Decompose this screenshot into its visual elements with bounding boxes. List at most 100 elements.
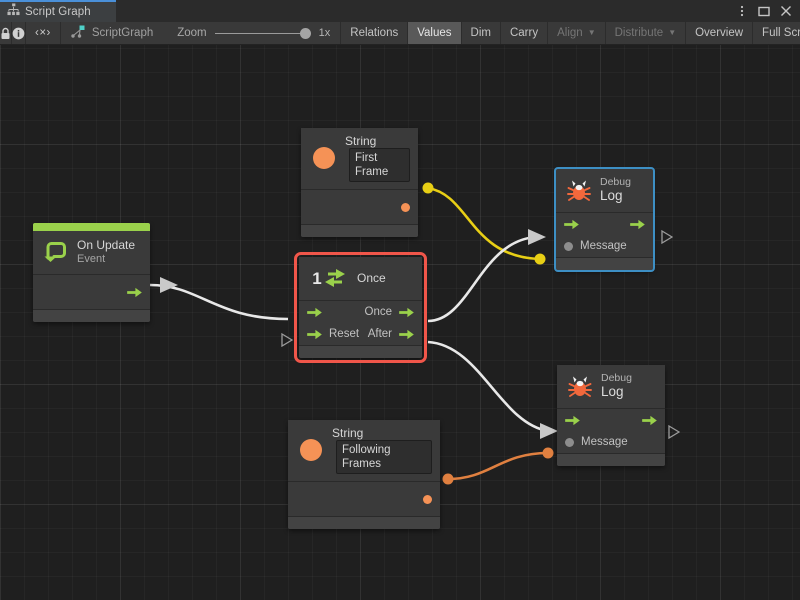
window-maximize-button[interactable] [757, 5, 770, 18]
code-icon-label: ‹×› [35, 27, 51, 39]
debug-log-enter-port[interactable] [565, 415, 580, 426]
info-icon[interactable] [12, 22, 26, 44]
node-header: 1 Once [299, 257, 422, 300]
once-reset-connector-icon [281, 333, 293, 347]
overview-button[interactable]: Overview [686, 22, 754, 44]
port-label: Reset [329, 328, 360, 340]
node-title-block: On Update Event [77, 238, 135, 266]
node-header: On Update Event [33, 231, 150, 274]
node-string-following-frames[interactable]: String Following Frames [288, 420, 440, 529]
node-title: Once [357, 271, 386, 285]
node-subtitle: Event [77, 253, 106, 265]
align-dropdown[interactable]: Align ▼ [548, 22, 606, 44]
once-badge: 1 [312, 268, 322, 288]
relations-button[interactable]: Relations [341, 22, 409, 44]
graph-canvas[interactable]: On Update Event [0, 45, 800, 600]
window-close-button[interactable] [779, 5, 792, 18]
node-title: String [345, 134, 377, 148]
node-header: Debug Log [557, 365, 665, 408]
node-header: String First Frame [301, 128, 418, 189]
once-loop-icon: 1 [307, 263, 351, 293]
carry-button[interactable]: Carry [501, 22, 549, 44]
string-value-icon [309, 143, 339, 173]
once-once-port[interactable]: Once [365, 306, 415, 318]
flow-arrow-icon [127, 287, 142, 297]
node-body [301, 189, 418, 224]
zoom-control[interactable]: Zoom 1x [167, 22, 342, 44]
debug-log-enter-port[interactable] [564, 219, 579, 230]
debug-log-message-port[interactable]: Message [564, 240, 627, 252]
once-enter-port[interactable] [307, 307, 322, 318]
string-value-field[interactable]: First Frame [349, 148, 410, 182]
node-footer [301, 224, 418, 237]
tab-label: Script Graph [25, 6, 91, 18]
flow-arrow-icon [399, 329, 414, 339]
node-title-block: Debug Log [600, 176, 631, 204]
string-output-port[interactable] [401, 202, 410, 212]
node-title: String [332, 426, 364, 440]
zoom-value: 1x [318, 27, 331, 39]
node-footer [33, 309, 150, 322]
full-screen-button[interactable]: Full Screen [753, 22, 800, 44]
string-value-field[interactable]: Following Frames [336, 440, 432, 474]
update-loop-icon [41, 237, 71, 267]
on-update-trigger-port[interactable] [127, 287, 142, 298]
window-menu-button[interactable] [735, 5, 748, 18]
port-row: Message [556, 235, 653, 257]
node-debug-log-2[interactable]: Debug Log [557, 365, 665, 466]
align-label: Align [557, 27, 583, 39]
port-row [556, 213, 653, 235]
tab-script-graph[interactable]: Script Graph [0, 0, 116, 22]
flow-arrow-icon [630, 219, 645, 229]
string-output-port[interactable] [423, 494, 432, 504]
once-after-port[interactable]: After [368, 328, 414, 340]
node-debug-log-1[interactable]: Debug Log [554, 167, 655, 272]
distribute-dropdown[interactable]: Distribute ▼ [606, 22, 687, 44]
dim-label: Dim [470, 27, 491, 39]
flow-arrow-icon [565, 415, 580, 425]
node-string-first-frame[interactable]: String First Frame [301, 128, 418, 237]
node-body [33, 274, 150, 309]
lock-icon[interactable] [0, 22, 12, 44]
debug-log-1-exit-connector-icon [661, 230, 673, 244]
node-body: Once Reset [299, 300, 422, 345]
title-bar: Script Graph [0, 0, 800, 22]
node-footer [556, 257, 653, 270]
debug-log-2-exit-connector-icon [668, 425, 680, 439]
values-button[interactable]: Values [408, 22, 462, 44]
debug-log-message-port[interactable]: Message [565, 436, 628, 448]
debug-log-exit-port[interactable] [642, 415, 657, 426]
breadcrumb[interactable]: ScriptGraph [61, 22, 167, 44]
string-value-icon [296, 435, 326, 465]
port-row: Message [557, 431, 665, 453]
port-label: Message [580, 240, 627, 252]
zoom-slider-handle[interactable] [299, 27, 311, 39]
node-title-block: Debug Log [601, 372, 632, 400]
chevron-down-icon: ▼ [587, 28, 596, 37]
value-port-dot [565, 437, 574, 447]
port-label: Message [581, 436, 628, 448]
node-on-update[interactable]: On Update Event [33, 223, 150, 322]
zoom-slider[interactable] [214, 27, 311, 39]
port-row [33, 275, 150, 309]
node-header: Debug Log [556, 169, 653, 212]
dim-button[interactable]: Dim [462, 22, 501, 44]
port-label: Once [364, 306, 393, 318]
node-once[interactable]: 1 Once [294, 252, 427, 363]
flow-arrow-icon [564, 219, 579, 229]
node-title: On Update [77, 238, 136, 252]
node-body: Message [556, 212, 653, 257]
full-screen-label: Full Screen [762, 27, 800, 39]
port-row: Once [299, 301, 422, 323]
breadcrumb-label: ScriptGraph [91, 27, 154, 39]
debug-log-exit-port[interactable] [630, 219, 645, 230]
flow-arrow-icon [642, 415, 657, 425]
code-icon[interactable]: ‹×› [26, 22, 61, 44]
once-reset-port[interactable]: Reset [307, 328, 359, 340]
relations-label: Relations [350, 27, 399, 39]
node-footer [557, 453, 665, 466]
node-title-block: String First Frame [345, 134, 410, 182]
node-footer [288, 516, 440, 529]
node-title-block: String Following Frames [332, 426, 432, 474]
